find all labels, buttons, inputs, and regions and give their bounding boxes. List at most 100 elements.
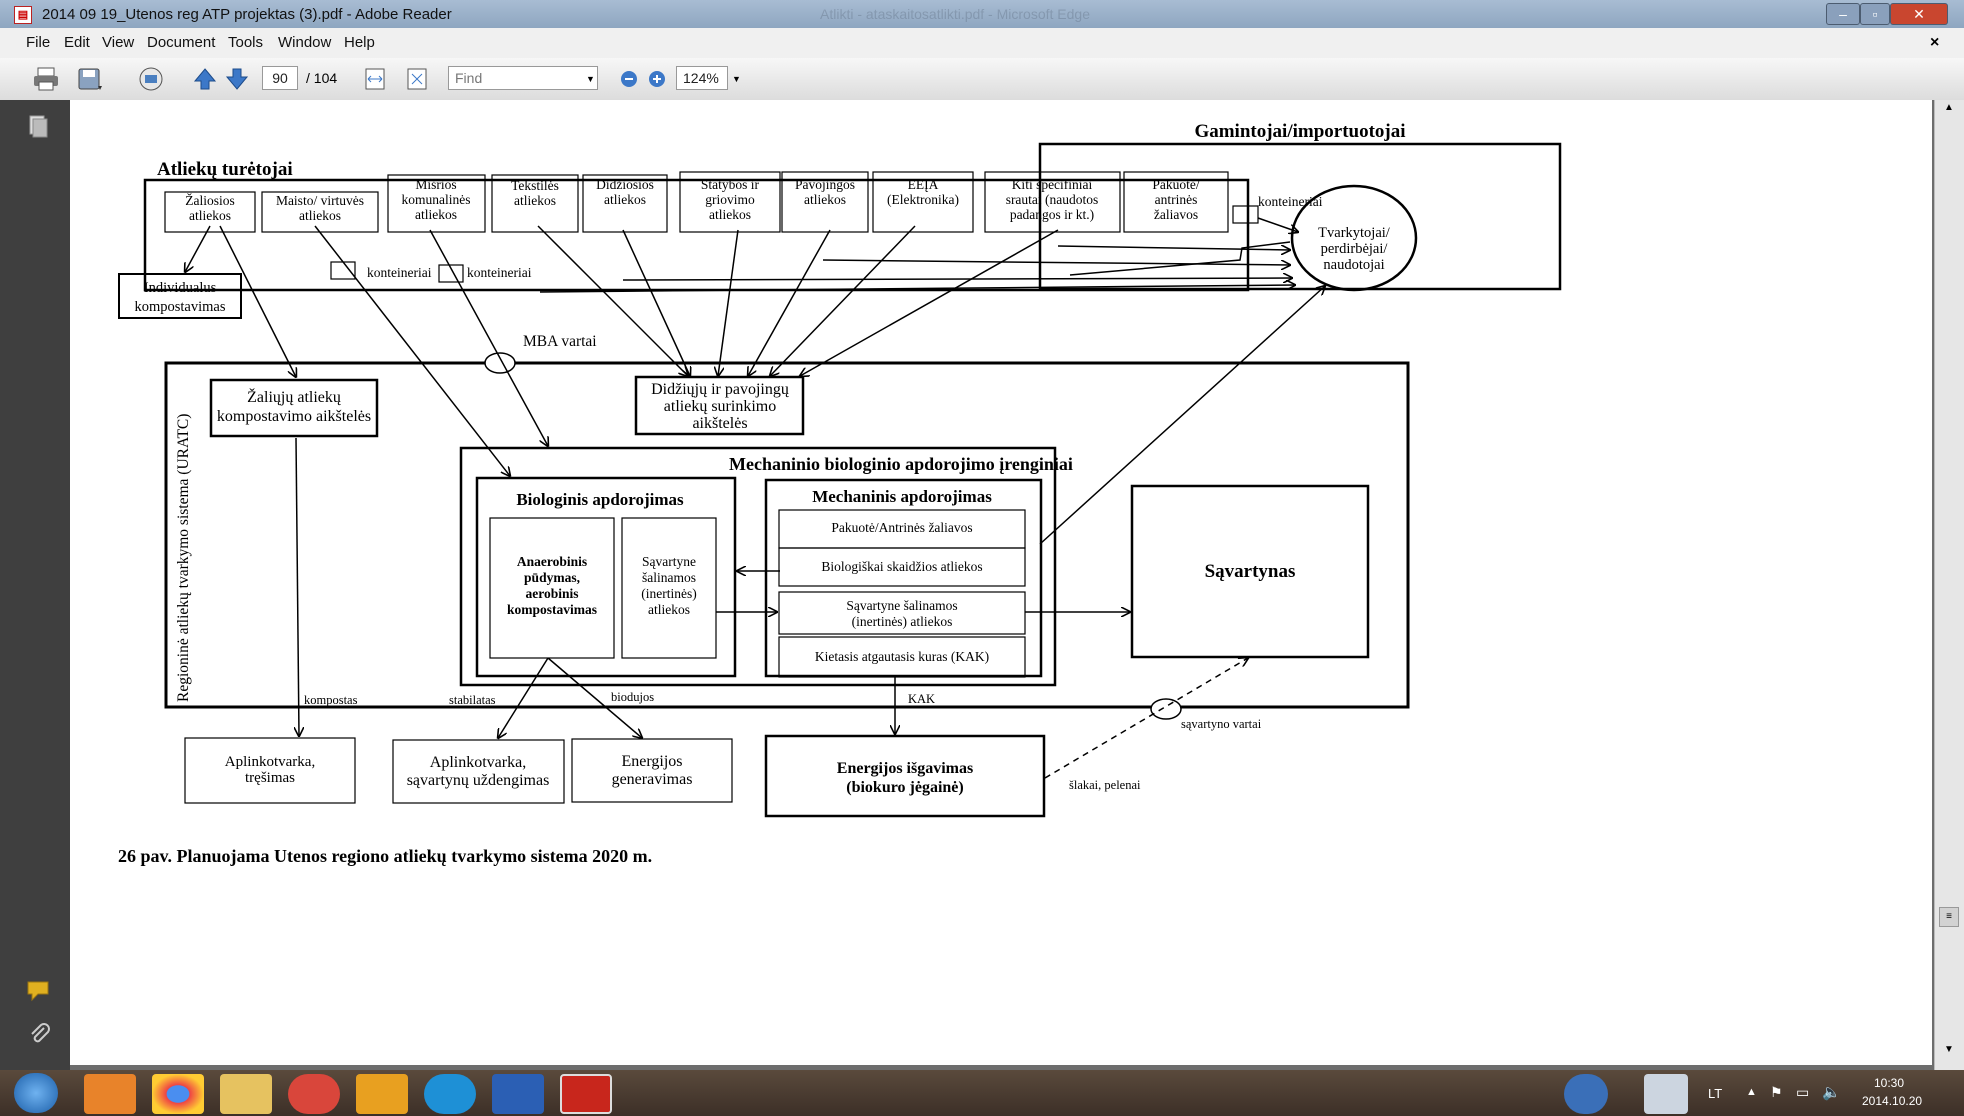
start-button[interactable] — [14, 1073, 58, 1113]
word-taskbar-icon[interactable] — [492, 1074, 544, 1114]
individual-composting-l1: Individualus — [144, 280, 217, 296]
menu-document[interactable]: Document — [147, 34, 216, 51]
notes-tray-app-icon[interactable] — [1644, 1074, 1688, 1114]
individual-composting-l2: kompostavimas — [134, 299, 225, 315]
waste-specific-l2: srautai (naudotos — [1006, 192, 1099, 207]
network-icon[interactable]: ▭ — [1796, 1084, 1810, 1100]
find-dropdown-icon[interactable]: ▼ — [586, 74, 595, 84]
clock-date[interactable]: 2014.10.20 — [1862, 1094, 1923, 1108]
save-icon[interactable] — [76, 66, 104, 92]
comments-panel-icon[interactable] — [26, 980, 52, 1004]
waste-textile-l2: atliekos — [514, 193, 556, 208]
green-composting-l2: kompostavimo aikštelės — [217, 408, 371, 425]
chrome-taskbar-icon[interactable] — [152, 1074, 204, 1114]
maximize-button[interactable]: ▫ — [1860, 3, 1890, 25]
previous-page-icon[interactable] — [192, 66, 218, 92]
window-title: 2014 09 19_Utenos reg ATP projektas (3).… — [42, 6, 452, 23]
producers-title: Gamintojai/importuotojai — [1194, 121, 1405, 142]
scroll-up-arrow[interactable]: ▲ — [1944, 102, 1954, 113]
print-icon[interactable] — [32, 66, 60, 92]
waste-green-l2: atliekos — [189, 208, 231, 223]
bio-title: Biologinis apdorojimas — [516, 490, 684, 509]
figure-caption: 26 pav. Planuojama Utenos regiono atliek… — [118, 846, 652, 866]
menu-file[interactable]: File — [26, 34, 51, 51]
zoom-dropdown-icon[interactable]: ▼ — [732, 74, 741, 84]
waste-mixed-l1: Mišrios — [415, 177, 456, 192]
find-input[interactable]: Find — [448, 66, 598, 90]
waste-weee-l1: EEĮA — [908, 177, 939, 192]
landfill-label: Sąvartynas — [1205, 561, 1296, 582]
processors-l2: perdirbėjai/ — [1321, 241, 1389, 257]
tray-expand-icon[interactable]: ▲ — [1746, 1086, 1757, 1098]
green-composting-l1: Žaliųjų atliekų — [247, 387, 342, 406]
waste-construction-l1: Statybos ir — [701, 177, 760, 192]
menu-tools[interactable]: Tools — [228, 34, 264, 51]
compost-label: kompostas — [304, 693, 358, 707]
mech-title: Mechaninis apdorojimas — [812, 487, 992, 506]
output1-l2: tręšimas — [245, 770, 295, 786]
waste-mixed-l2: komunalinės — [402, 192, 471, 207]
title-bar: ▤ 2014 09 19_Utenos reg ATP projektas (3… — [0, 0, 1964, 28]
processors-l3: naudotojai — [1323, 257, 1384, 273]
output4-l2: (biokuro jėgainė) — [846, 779, 963, 796]
background-window-title: Atlikti - ataskaitosatlikti.pdf - Micros… — [820, 6, 1090, 22]
zoom-level-input[interactable]: 124% — [676, 66, 728, 90]
output3-l1: Energijos — [621, 753, 682, 770]
adobe-reader-taskbar-icon[interactable] — [560, 1074, 612, 1114]
minimize-button[interactable]: – — [1826, 3, 1860, 25]
biogas-label: biodujos — [611, 690, 654, 704]
producers-box — [1038, 142, 1562, 291]
skype-taskbar-icon[interactable] — [424, 1074, 476, 1114]
waste-packaging-l3: žaliavos — [1154, 207, 1198, 222]
fit-width-icon[interactable] — [362, 66, 388, 92]
file-explorer-taskbar-icon[interactable] — [220, 1074, 272, 1114]
attachments-panel-icon[interactable] — [28, 1022, 52, 1048]
close-document-icon[interactable]: × — [1930, 34, 1940, 51]
pages-panel-icon[interactable] — [26, 114, 48, 138]
clock-time[interactable]: 10:30 — [1874, 1076, 1905, 1090]
menu-window[interactable]: Window — [278, 34, 332, 51]
menu-view[interactable]: View — [102, 34, 135, 51]
menu-help[interactable]: Help — [344, 34, 375, 51]
media-player-taskbar-icon[interactable] — [84, 1074, 136, 1114]
processors-l1: Tvarkytojai/ — [1318, 225, 1391, 241]
srf-label: KAK — [908, 692, 935, 706]
mech-row-biodegradable: Biologiškai skaidžios atliekos — [821, 559, 982, 574]
output3-l2: generavimas — [612, 771, 693, 788]
mech-row-packaging: Pakuotė/Antrinės žaliavos — [831, 520, 972, 535]
outlook-taskbar-icon[interactable] — [356, 1074, 408, 1114]
waste-hazardous-l2: atliekos — [804, 192, 846, 207]
holders-title: Atliekų turėtojai — [157, 159, 293, 180]
menu-edit[interactable]: Edit — [64, 34, 90, 51]
containers-label-1: konteineriai — [367, 265, 432, 280]
waste-textile-l1: Tekstilės — [511, 178, 559, 193]
waste-food-l1: Maisto/ virtuvės — [276, 193, 364, 208]
bio-inner2-l2: šalinamos — [642, 570, 696, 585]
next-page-icon[interactable] — [224, 66, 250, 92]
bio-inner1-l3: aerobinis — [525, 586, 578, 601]
vertical-scrollbar[interactable]: ▲ ≡ ▼ — [1934, 100, 1964, 1070]
waste-green-l1: Žaliosios — [185, 193, 235, 208]
bio-inner1-l1: Anaerobinis — [517, 554, 587, 569]
landfill-gate-label: sąvartyno vartai — [1181, 717, 1262, 731]
slag-ash-label: šlakai, pelenai — [1069, 778, 1141, 792]
volume-icon[interactable]: 🔈 — [1822, 1084, 1841, 1101]
scroll-down-arrow[interactable]: ▼ — [1944, 1044, 1954, 1055]
stabilate-label: stabilatas — [449, 693, 496, 707]
waste-bulky-l2: atliekos — [604, 192, 646, 207]
action-center-flag-icon[interactable]: ⚑ — [1770, 1084, 1783, 1100]
output4-l1: Energijos išgavimas — [837, 760, 973, 777]
full-screen-icon[interactable] — [404, 66, 430, 92]
app-taskbar-icon[interactable] — [288, 1074, 340, 1114]
mech-row-inert-l1: Sąvartyne šalinamos — [846, 598, 957, 613]
zoom-in-icon[interactable] — [646, 66, 668, 92]
close-button[interactable]: ✕ — [1890, 3, 1948, 25]
page-number-input[interactable]: 90 — [262, 66, 298, 90]
scroll-thumb[interactable]: ≡ — [1939, 907, 1959, 927]
zoom-out-icon[interactable] — [618, 66, 640, 92]
network-tray-app-icon[interactable] — [1564, 1074, 1608, 1114]
language-indicator[interactable]: LT — [1708, 1086, 1723, 1101]
waste-management-diagram: Gamintojai/importuotojai Atliekų turėtoj… — [118, 121, 1562, 866]
comment-share-icon[interactable] — [136, 66, 166, 92]
bio-inner2-l3: (inertinės) — [641, 586, 696, 601]
